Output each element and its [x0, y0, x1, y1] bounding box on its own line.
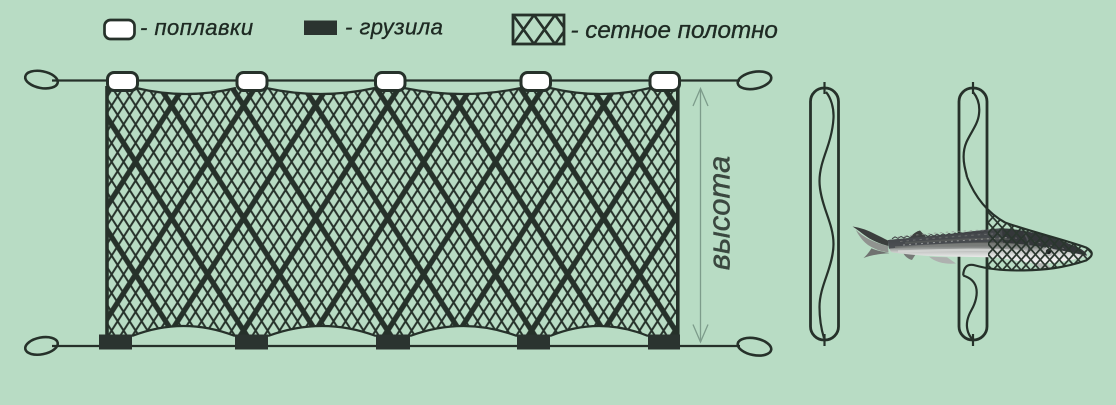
svg-text:- грузила: - грузила — [345, 15, 443, 40]
svg-text:- поплавки: - поплавки — [140, 15, 254, 40]
svg-text:высота: высота — [702, 156, 737, 270]
svg-text:- сетное полотно: - сетное полотно — [571, 17, 778, 44]
